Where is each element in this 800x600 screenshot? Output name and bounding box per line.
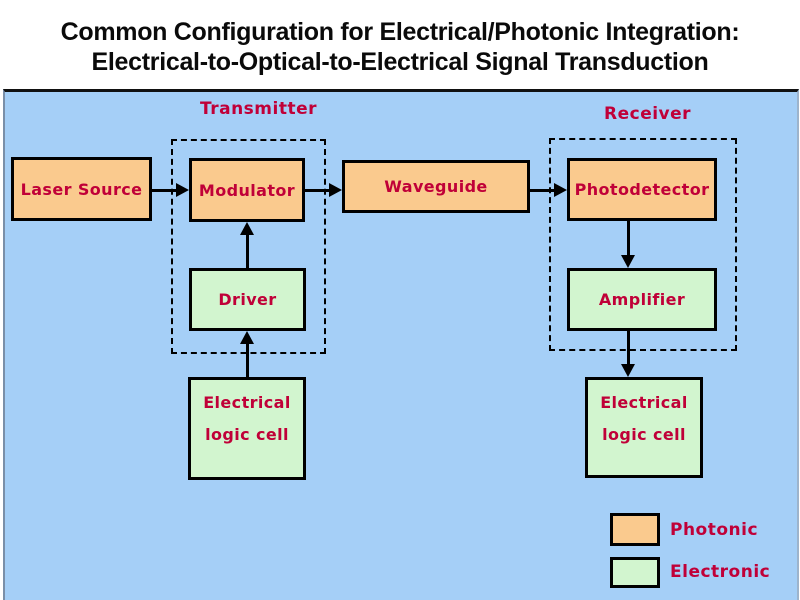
logic-cell-right-line2: logic cell — [602, 425, 686, 444]
title-line-2: Electrical-to-Optical-to-Electrical Sign… — [91, 48, 709, 76]
receiver-group-label: Receiver — [604, 104, 692, 124]
logic-cell-left-box: Electrical logic cell — [188, 377, 306, 480]
driver-box: Driver — [189, 268, 306, 331]
slide-title: Common Configuration for Electrical/Phot… — [0, 0, 800, 90]
title-line-1: Common Configuration for Electrical/Phot… — [60, 18, 740, 46]
photodetector-box: Photodetector — [567, 158, 717, 221]
legend-photonic-label: Photonic — [670, 520, 759, 540]
arrow-modulator-to-waveguide — [305, 183, 342, 197]
laser-source-box: Laser Source — [11, 157, 152, 221]
amplifier-box: Amplifier — [567, 268, 717, 331]
receiver-dashed-frame — [549, 138, 737, 351]
legend-electronic-swatch — [610, 557, 660, 588]
arrow-driver-to-modulator — [240, 222, 254, 268]
arrow-laser-to-modulator — [152, 183, 189, 197]
arrow-waveguide-to-photodetector — [530, 183, 567, 197]
legend-electronic-label: Electronic — [670, 562, 771, 582]
legend-photonic-swatch — [610, 513, 660, 546]
arrow-logiccell-to-driver — [240, 331, 254, 377]
waveguide-box: Waveguide — [342, 160, 530, 213]
arrow-photodetector-to-amplifier — [621, 221, 635, 268]
transmitter-group-label: Transmitter — [200, 99, 318, 119]
logic-cell-left-line1: Electrical — [203, 393, 291, 412]
logic-cell-right-box: Electrical logic cell — [585, 377, 703, 478]
logic-cell-right-line1: Electrical — [600, 393, 688, 412]
logic-cell-left-line2: logic cell — [205, 425, 289, 444]
modulator-box: Modulator — [189, 158, 305, 222]
arrow-amplifier-to-logiccell — [621, 331, 635, 377]
